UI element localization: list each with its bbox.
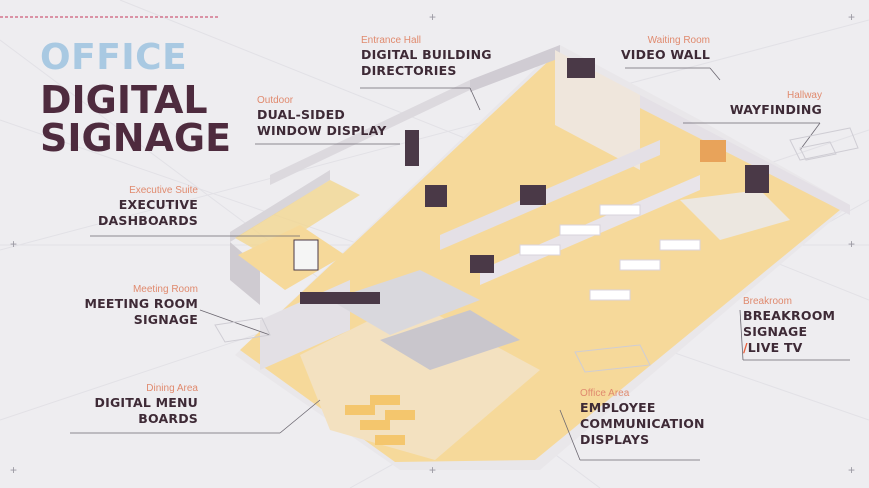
label-sub: Meeting Room bbox=[132, 284, 198, 295]
label-main: DIRECTORIES bbox=[361, 63, 457, 78]
label-office-area: Office Area EMPLOYEE COMMUNICATION DISPL… bbox=[580, 388, 705, 448]
plus-icon: + bbox=[848, 237, 856, 251]
label-main-line3: /LIVE TV bbox=[743, 340, 835, 356]
label-breakroom: Breakroom BREAKROOM SIGNAGE /LIVE TV bbox=[743, 296, 835, 356]
window-display-screen bbox=[405, 130, 419, 166]
label-main: BREAKROOM bbox=[743, 308, 836, 323]
label-sub: Outdoor bbox=[257, 95, 294, 106]
video-wall-screen bbox=[567, 58, 595, 78]
directory-screen bbox=[425, 185, 447, 207]
label-hallway: Hallway WAYFINDING bbox=[700, 90, 822, 118]
label-main: VIDEO WALL bbox=[620, 47, 710, 62]
label-entrance-hall: Entrance Hall DIGITAL BUILDING DIRECTORI… bbox=[361, 35, 492, 79]
label-main: DISPLAYS bbox=[580, 432, 650, 447]
label-executive-suite: Executive Suite EXECUTIVE DASHBOARDS bbox=[70, 185, 198, 229]
label-meeting-room: Meeting Room MEETING ROOM SIGNAGE bbox=[70, 284, 198, 328]
label-sub: Breakroom bbox=[743, 296, 792, 307]
label-main: EMPLOYEE bbox=[580, 400, 656, 415]
label-main: COMMUNICATION bbox=[580, 416, 705, 431]
office-screen bbox=[520, 185, 546, 205]
label-dining-area: Dining Area DIGITAL MENU BOARDS bbox=[70, 383, 198, 427]
breakroom-tv bbox=[745, 165, 769, 193]
label-main: DIGITAL BUILDING bbox=[361, 47, 492, 62]
title-signage: SIGNAGE bbox=[40, 116, 232, 160]
label-waiting-room: Waiting Room VIDEO WALL bbox=[590, 35, 710, 63]
label-main: BOARDS bbox=[138, 411, 198, 426]
slash-accent: / bbox=[743, 340, 748, 355]
label-sub: Hallway bbox=[786, 90, 822, 101]
plus-icon: + bbox=[429, 463, 437, 477]
label-main: MEETING ROOM bbox=[84, 296, 198, 311]
meeting-screen bbox=[293, 239, 319, 271]
outline-decorations bbox=[214, 127, 859, 373]
title-digital: DIGITAL bbox=[40, 78, 208, 122]
label-main: DASHBOARDS bbox=[97, 213, 198, 228]
menu-board-screen bbox=[300, 292, 380, 304]
plus-icon: + bbox=[848, 10, 856, 24]
label-main: WAYFINDING bbox=[729, 102, 822, 117]
plus-icon: + bbox=[429, 10, 437, 24]
label-main: SIGNAGE bbox=[743, 324, 808, 339]
plus-icon: + bbox=[10, 463, 18, 477]
label-main: DUAL-SIDED bbox=[257, 107, 345, 122]
plus-icon: + bbox=[10, 237, 18, 251]
label-main: WINDOW DISPLAY bbox=[257, 123, 387, 138]
plus-icon: + bbox=[848, 463, 856, 477]
title-office: OFFICE bbox=[40, 37, 188, 78]
label-sub: Entrance Hall bbox=[361, 35, 422, 46]
label-sub: Dining Area bbox=[146, 383, 198, 394]
building-floor bbox=[230, 45, 850, 470]
label-main: SIGNAGE bbox=[133, 312, 198, 327]
label-outdoor: Outdoor DUAL-SIDED WINDOW DISPLAY bbox=[257, 95, 387, 139]
label-sub: Office Area bbox=[580, 388, 630, 399]
label-sub: Waiting Room bbox=[647, 35, 710, 46]
label-live-tv: LIVE TV bbox=[747, 340, 803, 355]
label-main: EXECUTIVE bbox=[118, 197, 198, 212]
wayfinding-map bbox=[700, 140, 726, 162]
communication-screen bbox=[470, 255, 494, 273]
connector-lines bbox=[70, 67, 850, 461]
label-main: DIGITAL MENU bbox=[94, 395, 198, 410]
label-sub: Executive Suite bbox=[129, 185, 198, 196]
